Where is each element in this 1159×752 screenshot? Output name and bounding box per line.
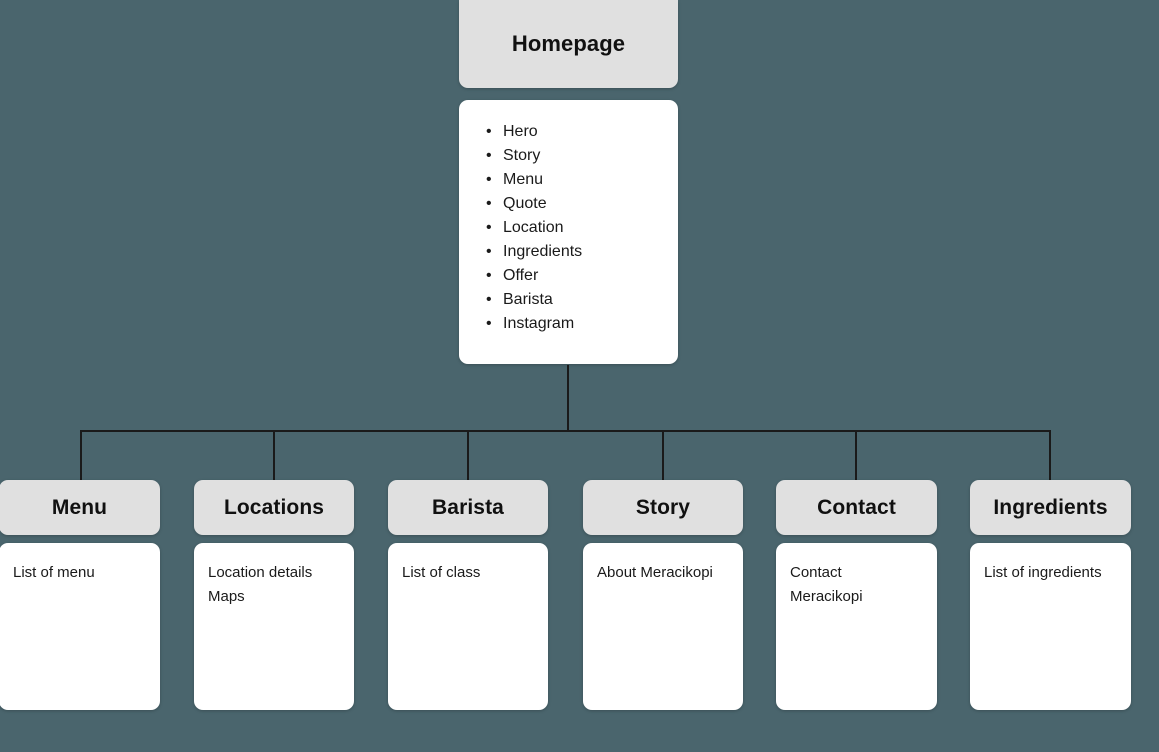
- child-description-contact: Contact Meracikopi: [790, 564, 863, 605]
- homepage-node-body: Hero Story Menu Quote Location Ingredien…: [459, 100, 678, 364]
- child-node-header-story[interactable]: Story: [583, 480, 743, 535]
- list-item: Hero: [459, 120, 678, 144]
- homepage-node-header[interactable]: Homepage: [459, 0, 678, 88]
- child-node-header-menu[interactable]: Menu: [0, 480, 160, 535]
- child-node-body-locations: Location details Maps: [194, 543, 354, 710]
- connector-drop-story: [662, 430, 664, 481]
- child-node-body-barista: List of class: [388, 543, 548, 710]
- child-node-header-barista[interactable]: Barista: [388, 480, 548, 535]
- child-title-story: Story: [635, 495, 691, 519]
- child-description-locations: Location details Maps: [208, 564, 313, 605]
- connector-drop-menu: [80, 430, 82, 481]
- list-item: Quote: [459, 192, 678, 216]
- list-item: Menu: [459, 168, 678, 192]
- list-item: Story: [459, 144, 678, 168]
- list-item: Instagram: [459, 312, 678, 336]
- child-title-contact: Contact: [817, 495, 896, 519]
- child-title-barista: Barista: [432, 495, 504, 519]
- child-title-menu: Menu: [51, 495, 108, 519]
- child-description-menu: List of menu: [13, 564, 95, 581]
- child-description-ingredients: List of ingredients: [984, 564, 1102, 581]
- child-node-header-contact[interactable]: Contact: [776, 480, 937, 535]
- child-description-story: About Meracikopi: [597, 564, 713, 581]
- list-item: Barista: [459, 288, 678, 312]
- child-node-header-locations[interactable]: Locations: [194, 480, 354, 535]
- homepage-title: Homepage: [511, 30, 626, 56]
- connector-drop-barista: [467, 430, 469, 481]
- connector-trunk-vertical: [567, 365, 569, 432]
- child-description-barista: List of class: [402, 564, 481, 581]
- child-node-body-story: About Meracikopi: [583, 543, 743, 710]
- homepage-section-list: Hero Story Menu Quote Location Ingredien…: [459, 120, 678, 336]
- child-title-ingredients: Ingredients: [993, 495, 1108, 519]
- child-node-body-contact: Contact Meracikopi: [776, 543, 937, 710]
- connector-drop-contact: [855, 430, 857, 481]
- child-node-body-menu: List of menu: [0, 543, 160, 710]
- child-title-locations: Locations: [223, 495, 325, 519]
- list-item: Offer: [459, 264, 678, 288]
- child-node-body-ingredients: List of ingredients: [970, 543, 1131, 710]
- list-item: Ingredients: [459, 240, 678, 264]
- connector-bus-horizontal: [80, 430, 1051, 432]
- list-item: Location: [459, 216, 678, 240]
- child-node-header-ingredients[interactable]: Ingredients: [970, 480, 1131, 535]
- connector-drop-ingredients: [1049, 430, 1051, 481]
- connector-drop-locations: [273, 430, 275, 481]
